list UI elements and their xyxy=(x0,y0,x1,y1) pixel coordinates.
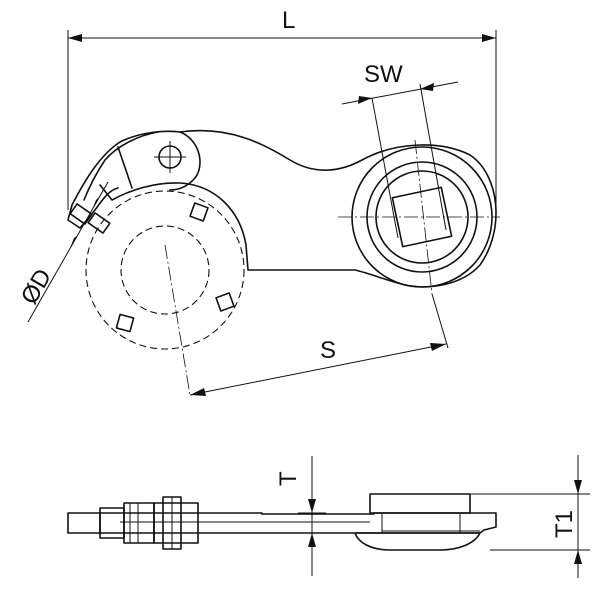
dimension-d: ØD xyxy=(16,181,109,323)
hidden-nut xyxy=(85,190,245,350)
hook-nose xyxy=(69,203,111,234)
label-t: T xyxy=(275,471,302,486)
top-view: L xyxy=(16,7,500,396)
dimension-l: L xyxy=(67,7,497,210)
label-s: S xyxy=(320,337,336,364)
dimension-sw: SW xyxy=(341,61,459,239)
hook-inner-edge xyxy=(83,131,159,201)
dimension-t: T xyxy=(275,456,326,576)
hook-edge-line xyxy=(117,146,133,189)
lever-body xyxy=(99,129,497,288)
hook-arm xyxy=(67,130,181,229)
nut-center-line xyxy=(164,244,191,396)
label-sw: SW xyxy=(364,61,403,88)
label-l: L xyxy=(282,7,295,34)
center-line-v xyxy=(414,139,433,295)
dimension-t1: T1 xyxy=(470,455,590,578)
side-drive-head xyxy=(354,493,481,551)
side-bar xyxy=(99,512,497,534)
side-hook xyxy=(67,496,199,550)
side-view: T T1 xyxy=(67,455,590,578)
label-t1: T1 xyxy=(551,510,578,538)
pivot-pin xyxy=(154,131,201,191)
label-d: ØD xyxy=(16,264,57,309)
dimension-s: S xyxy=(189,293,449,396)
